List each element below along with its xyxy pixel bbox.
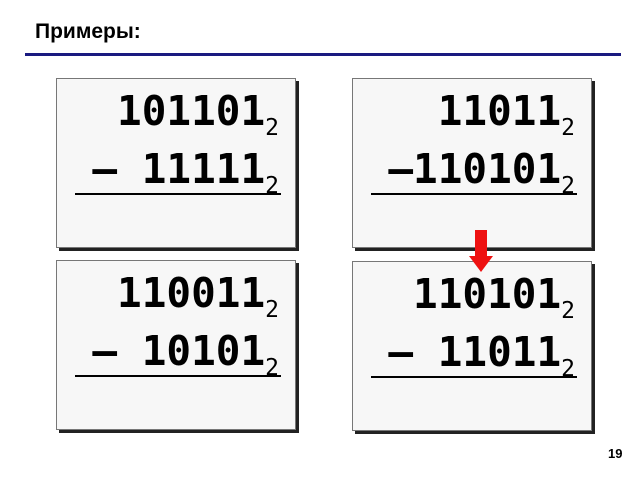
down-arrow-icon [469, 230, 493, 272]
subtrahend: – 111112 [92, 145, 279, 199]
minuend: 110112 [437, 87, 575, 141]
result-line [371, 193, 577, 195]
result-line [75, 193, 281, 195]
subtrahend: –1101012 [388, 145, 575, 199]
subtrahend: – 101012 [92, 327, 279, 381]
result-line [371, 376, 577, 378]
page-number: 19 [608, 446, 623, 461]
title-underline [25, 53, 621, 56]
result-line [75, 375, 281, 377]
subtrahend: – 110112 [388, 328, 575, 382]
minuend: 1100112 [117, 269, 279, 323]
slide-title: Примеры: [35, 20, 141, 43]
example-card-3: 1100112 – 101012 [56, 260, 296, 430]
example-card-4: 1101012 – 110112 [352, 261, 592, 431]
example-card-1: 1011012 – 111112 [56, 78, 296, 248]
example-card-2: 110112 –1101012 [352, 78, 592, 248]
minuend: 1101012 [413, 270, 575, 324]
minuend: 1011012 [117, 87, 279, 141]
